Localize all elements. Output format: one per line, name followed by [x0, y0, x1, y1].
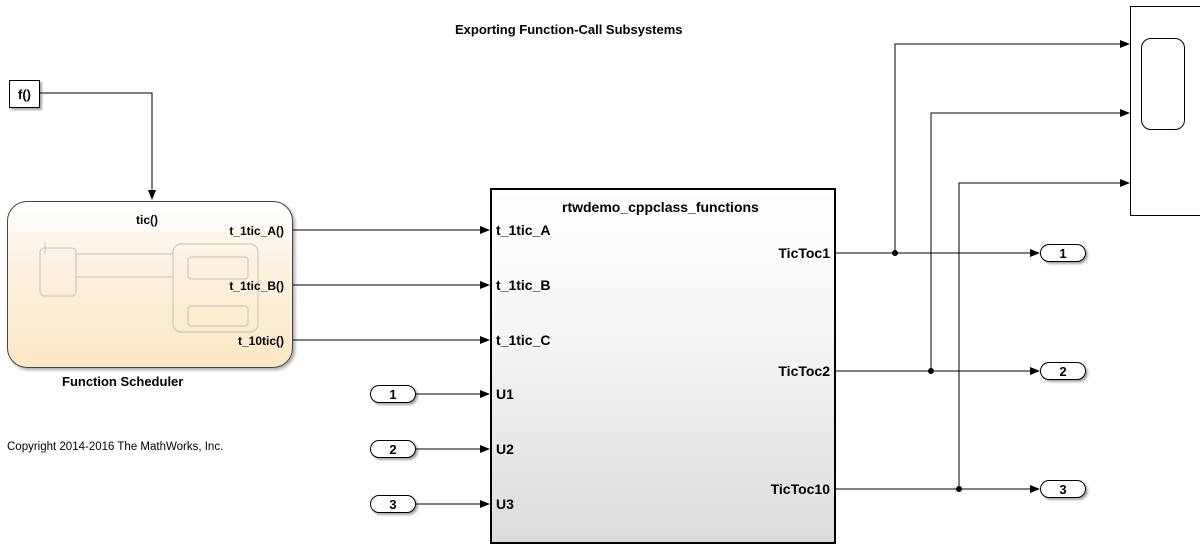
subsystem-input-label: U1: [496, 386, 514, 402]
model-reference-subsystem-block[interactable]: [490, 188, 836, 544]
branch-line-tictoc1: [894, 40, 1130, 253]
scheduler-input-label: tic(): [136, 213, 158, 227]
outport-number: 2: [1059, 363, 1067, 379]
chart-preview-icon: [39, 242, 259, 333]
subsystem-input-label: t_1tic_C: [496, 332, 551, 348]
scheduler-output-label: t_1tic_B(): [229, 279, 284, 293]
inport-block-2[interactable]: 2: [370, 440, 416, 458]
outport-block-1[interactable]: 1: [1040, 244, 1086, 262]
inport-block-1[interactable]: 1: [370, 385, 416, 403]
subsystem-input-label: t_1tic_A: [496, 222, 551, 238]
outport-block-2[interactable]: 2: [1040, 362, 1086, 380]
scheduler-output-label: t_1tic_A(): [229, 224, 284, 238]
inport-block-3[interactable]: 3: [370, 495, 416, 513]
function-call-label: f(): [18, 86, 31, 102]
subsystem-output-label: TicToc1: [778, 245, 830, 261]
subsystem-input-label: U2: [496, 441, 514, 457]
branch-point: [928, 368, 934, 374]
subsystem-output-label: TicToc2: [778, 363, 830, 379]
function-scheduler-block[interactable]: tic() t_1tic_A() t_1tic_B() t_10tic(): [7, 201, 293, 368]
scope-screen-icon: [1141, 38, 1185, 130]
diagram-title: Exporting Function-Call Subsystems: [455, 22, 683, 37]
outport-number: 1: [1059, 245, 1067, 261]
branch-line-tictoc10: [958, 179, 1130, 489]
fcall-line: [40, 92, 156, 200]
inport-number: 2: [389, 441, 397, 457]
subsystem-output-label: TicToc10: [770, 481, 830, 497]
subsystem-name: rtwdemo_cppclass_functions: [562, 199, 759, 215]
subsystem-input-label: t_1tic_B: [496, 277, 551, 293]
outport-number: 3: [1059, 481, 1067, 497]
scheduler-name: Function Scheduler: [62, 374, 184, 389]
branch-point: [892, 250, 898, 256]
outport-block-3[interactable]: 3: [1040, 480, 1086, 498]
scheduler-output-label: t_10tic(): [237, 334, 284, 348]
subsystem-input-label: U3: [496, 496, 514, 512]
inport-number: 3: [389, 496, 397, 512]
copyright-text: Copyright 2014-2016 The MathWorks, Inc.: [7, 441, 224, 453]
branch-point: [956, 486, 962, 492]
inport-number: 1: [389, 386, 397, 402]
branch-line-tictoc2: [930, 109, 1130, 371]
function-call-generator-block[interactable]: f(): [9, 80, 40, 108]
